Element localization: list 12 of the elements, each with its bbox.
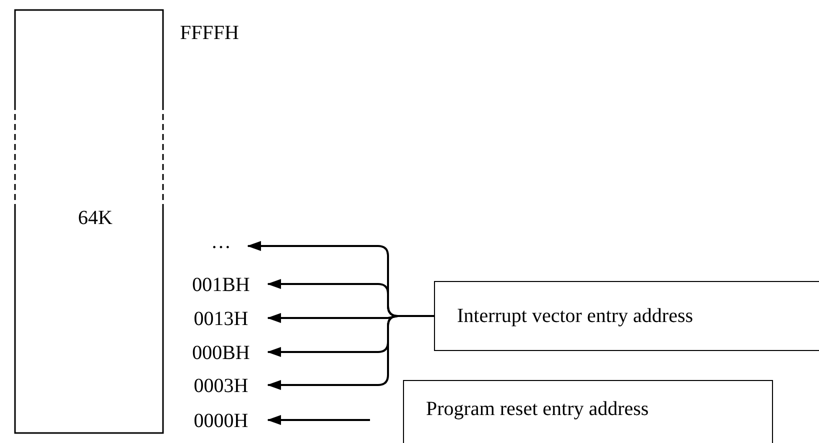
address-label: FFFFH xyxy=(180,22,239,45)
description-box: Interrupt vector entry address xyxy=(434,281,819,351)
address-label: 000BH xyxy=(178,340,264,366)
memory-size-label: 64K xyxy=(78,207,112,230)
address-label: 001BH xyxy=(178,272,264,298)
description-box: Program reset entry address xyxy=(403,380,773,443)
arrow xyxy=(267,415,370,425)
address-label: 0003H xyxy=(178,373,264,399)
address-label: … xyxy=(198,228,244,256)
address-label: 0000H xyxy=(178,408,264,434)
arrow xyxy=(267,315,434,390)
address-label: 0013H xyxy=(178,306,264,332)
